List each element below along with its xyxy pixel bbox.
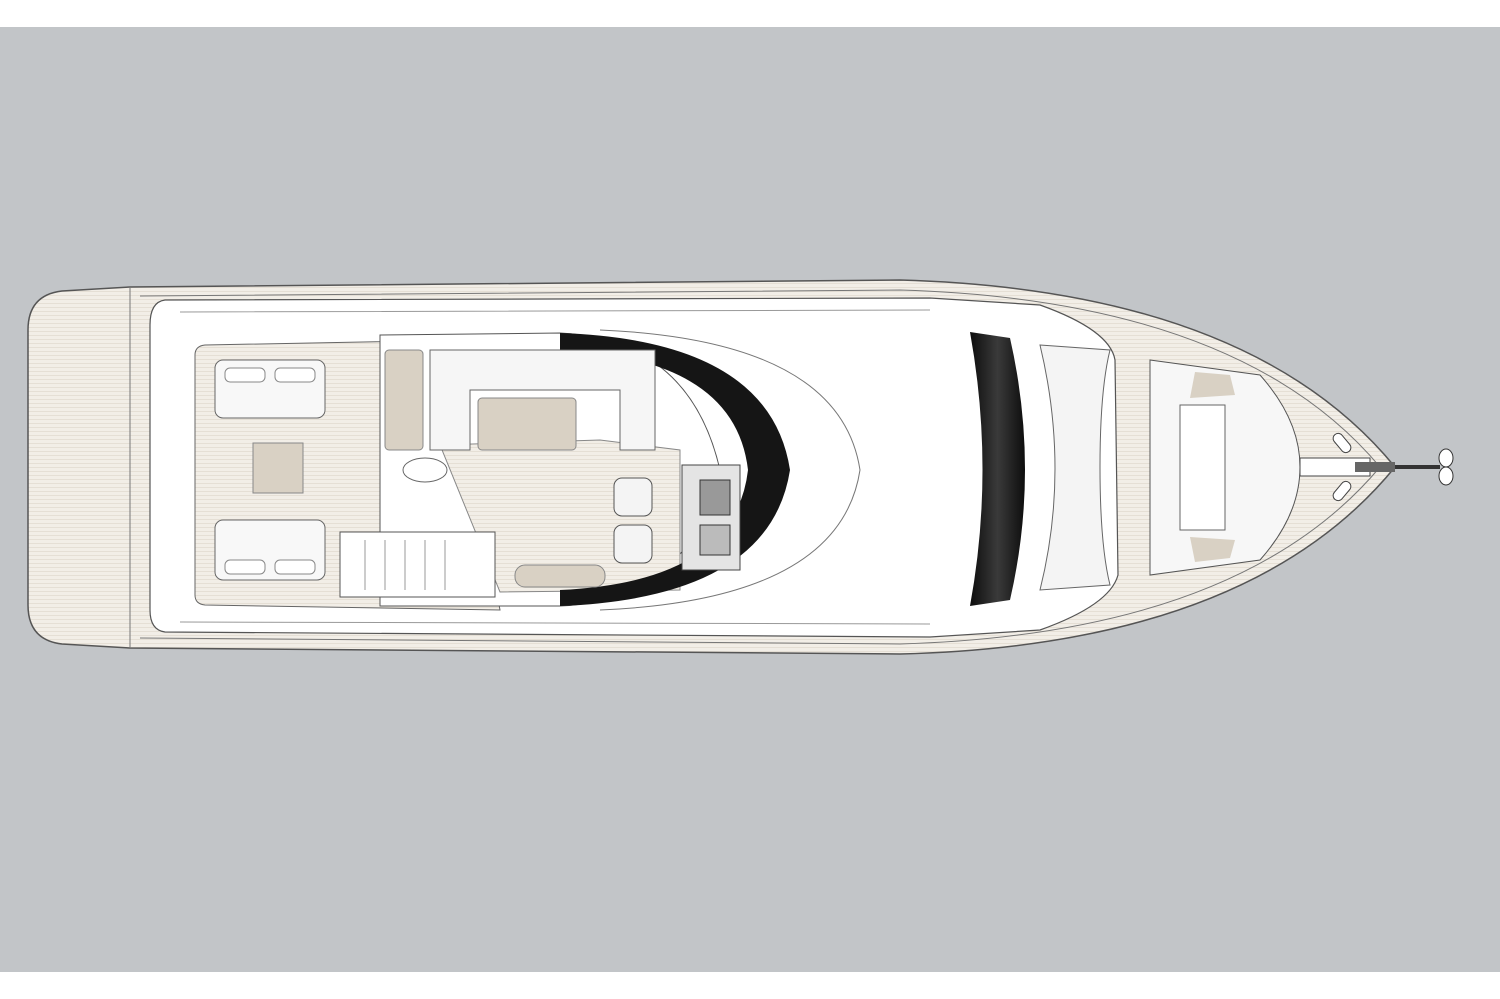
hardtop-outline [599, 329, 861, 611]
foredeck-sofa [1039, 344, 1111, 591]
sunpad-bench [514, 564, 606, 588]
aft-sofa-bottom [214, 519, 326, 581]
aft-table [252, 442, 304, 494]
bow-sunpad [1149, 359, 1301, 576]
helm-seats [613, 477, 653, 564]
anchor [1395, 448, 1454, 486]
mooring-cleats [1332, 432, 1352, 502]
dinette-sofa [429, 349, 656, 451]
wet-bar-sink [402, 457, 448, 483]
main-windshield [970, 332, 1025, 606]
stairs [339, 531, 496, 598]
anchor-windlass [1299, 457, 1395, 477]
helm-console [681, 464, 741, 571]
side-table [384, 349, 424, 451]
aft-sofa-top [214, 359, 326, 419]
dinette-table [477, 397, 577, 451]
side-deck-line [179, 309, 931, 625]
